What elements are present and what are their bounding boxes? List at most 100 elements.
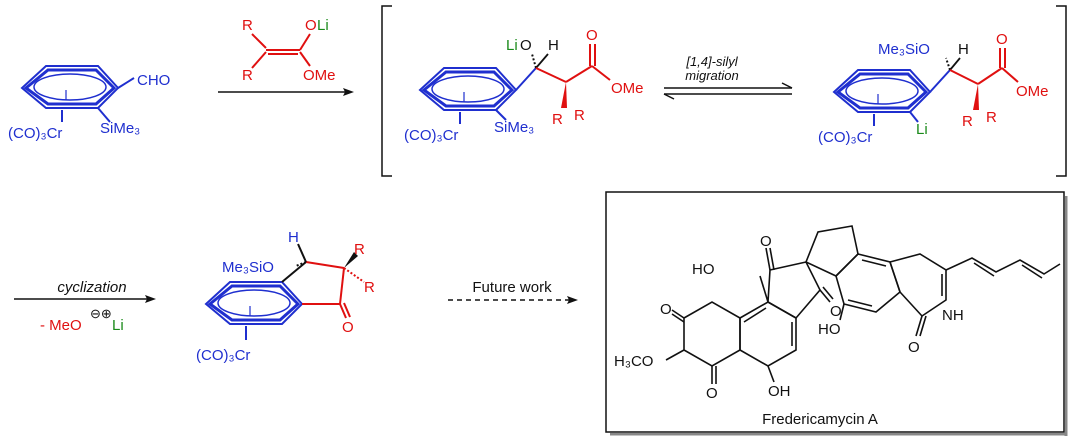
- reagent-bond-r1: [251, 33, 267, 49]
- arrow-addition: [218, 88, 354, 96]
- product-bond-o: [295, 261, 307, 267]
- int1-sime3: SiMe₃: [494, 119, 534, 136]
- int1-bond-o: [531, 53, 537, 69]
- int1-r1: R: [552, 111, 563, 128]
- product-r2: R: [364, 279, 375, 296]
- start-cho: CHO: [137, 72, 170, 89]
- target-name: Fredericamycin A: [762, 411, 878, 428]
- fa-o-top: O: [760, 233, 772, 250]
- int2-bond-c: [949, 69, 979, 85]
- fa-ho-top: HO: [692, 261, 715, 278]
- product-carbonyl-b: [343, 302, 351, 318]
- int2-r1: R: [962, 113, 973, 130]
- start-cr: (CO)₃Cr: [8, 125, 62, 142]
- int2-h: H: [958, 41, 969, 58]
- int1-ome: OMe: [611, 80, 644, 97]
- product-carbonyl-a: [339, 303, 347, 319]
- int2-bond-li: [909, 111, 919, 123]
- int1-wedge: [561, 82, 567, 108]
- product-h: H: [288, 229, 299, 246]
- int1-bond-h: [535, 53, 549, 69]
- cyclization-label: cyclization: [57, 279, 126, 296]
- equilibrium-label-1: [1,4]-silyl: [685, 54, 738, 69]
- fa-o-amide: O: [908, 339, 920, 356]
- spiro-cyclopentane: [804, 225, 859, 277]
- product-me3sio: Me₃SiO: [222, 259, 274, 276]
- int2-li: Li: [916, 121, 928, 138]
- fa-oh: OH: [768, 383, 791, 400]
- int2-benzene-ring: [832, 69, 932, 113]
- start-cho-bond: [117, 77, 135, 89]
- start-si-bond: [97, 107, 111, 123]
- intermediate1-aldolate: Li O H O OMe R R SiMe₃ (CO)₃Cr: [404, 27, 644, 144]
- equilibrium-label-2: migration: [685, 68, 738, 83]
- int2-r2: R: [986, 109, 997, 126]
- intermediate2-silyl-ether: Me₃SiO H O OMe R R Li (CO)₃Cr: [818, 31, 1049, 146]
- start-sime3: SiMe₃: [100, 120, 140, 137]
- int2-cr: (CO)₃Cr: [818, 129, 872, 146]
- product-benzene-ring: [204, 281, 304, 325]
- target-box: [605, 191, 1068, 436]
- reagent-o: O: [305, 17, 317, 34]
- int1-lio-o: O: [520, 37, 532, 54]
- fa-ho-mid: HO: [818, 321, 841, 338]
- cyclization-charges: ⊖⊕: [90, 306, 112, 321]
- int1-benzene-ring: [418, 67, 518, 111]
- intermediate-bracket: [381, 5, 1067, 177]
- reagent-bond-ome: [299, 51, 311, 67]
- fa-o-ring: O: [830, 303, 842, 320]
- future-label: Future work: [472, 279, 552, 296]
- pyridone-ring: [888, 253, 947, 318]
- arrow-cyclization: cyclization - MeO ⊖⊕ Li: [14, 279, 156, 334]
- int1-bond-aryl: [515, 67, 537, 91]
- product-bond-c3: [339, 267, 345, 305]
- int2-ome: OMe: [1016, 83, 1049, 100]
- int1-bond-ome: [591, 65, 611, 81]
- arrow-future-work: Future work: [448, 279, 578, 304]
- int2-bond-ome: [1001, 67, 1019, 83]
- int2-bond-aryl: [929, 69, 951, 93]
- product-indanone: H Me₃SiO R R O (CO)₃Cr: [196, 229, 375, 364]
- reagent-r1: R: [242, 17, 253, 34]
- cyclization-meo: - MeO: [40, 317, 82, 334]
- pentadienyl-chain: [945, 257, 1061, 275]
- reagent-ome: OMe: [303, 67, 336, 84]
- fa-o-bottom: O: [706, 385, 718, 402]
- reagent-bond-r2: [251, 51, 267, 69]
- int2-wedge: [973, 84, 979, 110]
- int2-me3sio: Me₃SiO: [878, 41, 930, 58]
- fa-nh: NH: [942, 307, 964, 324]
- product-r1: R: [354, 241, 365, 258]
- reagent-enolate: R R O Li OMe: [242, 17, 336, 84]
- int1-li: Li: [506, 37, 518, 54]
- cyclopentane-dione-ring: [767, 261, 821, 320]
- int1-bond-si: [495, 109, 507, 121]
- fa-o-left: O: [660, 301, 672, 318]
- int1-cr: (CO)₃Cr: [404, 127, 458, 144]
- product-bond-h: [297, 243, 307, 263]
- int1-bond-co: [565, 65, 593, 83]
- fa-h3co: H₃CO: [614, 353, 653, 370]
- int1-bond-c: [535, 67, 567, 83]
- reagent-li: Li: [317, 17, 329, 34]
- start-arene-complex: CHO SiMe₃ (CO)₃Cr: [8, 65, 170, 142]
- fredericamycin-labels: HO O O O H₃CO O OH HO NH O Fredericamyci…: [614, 233, 964, 428]
- int1-h: H: [548, 37, 559, 54]
- reagent-r2: R: [242, 67, 253, 84]
- product-cr: (CO)₃Cr: [196, 347, 250, 364]
- int2-bond-o: [945, 57, 951, 71]
- fredericamycin-structure: [665, 225, 1061, 384]
- int1-o: O: [586, 27, 598, 44]
- product-wedge: [344, 252, 358, 268]
- int2-bond-co: [977, 67, 1003, 85]
- equilibrium-arrows: [1,4]-silyl migration: [663, 54, 793, 100]
- int1-r2: R: [574, 107, 585, 124]
- int2-bond-h: [949, 57, 961, 71]
- product-bond-c1: [281, 261, 307, 283]
- product-hash: [343, 267, 365, 283]
- start-benzene-ring: [20, 65, 120, 109]
- cyclization-li: Li: [112, 317, 124, 334]
- product-bond-c2: [305, 261, 345, 269]
- product-o: O: [342, 319, 354, 336]
